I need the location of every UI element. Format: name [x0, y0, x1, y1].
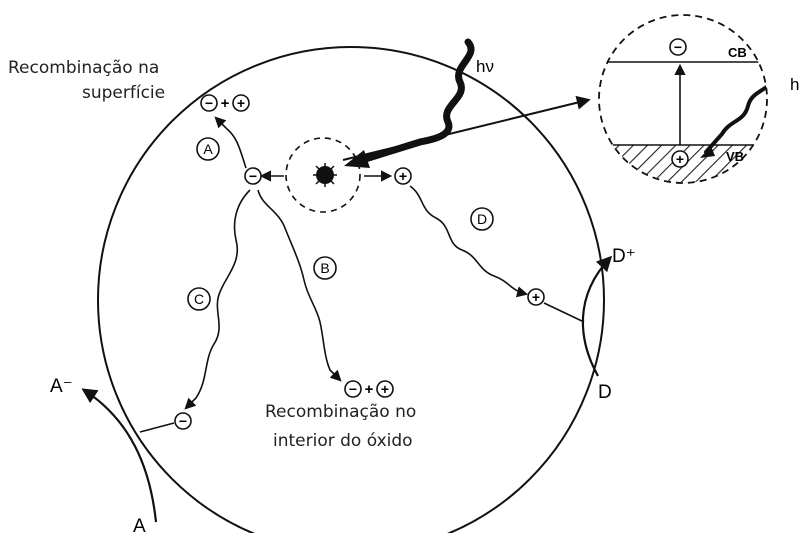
- svg-text:−: −: [674, 39, 682, 55]
- path-b-marker: B: [313, 256, 337, 280]
- surface-hole: +: [527, 288, 545, 306]
- donor-oxidized-label: D⁺: [612, 246, 636, 267]
- path-b-line: [257, 189, 342, 382]
- path-a-line: [214, 116, 247, 169]
- excitation-spot: [313, 163, 337, 187]
- valence-band-label: VB: [726, 149, 744, 164]
- svg-text:−: −: [349, 381, 357, 397]
- svg-text:+: +: [221, 95, 230, 112]
- donor-label: D: [598, 382, 612, 403]
- photon-label: hν: [476, 57, 494, 76]
- surface-recombination-pair: − + +: [200, 94, 250, 112]
- electron-center: −: [244, 167, 262, 185]
- hole-center: +: [394, 167, 412, 185]
- svg-text:+: +: [365, 381, 374, 398]
- svg-text:+: +: [532, 289, 540, 305]
- svg-text:D: D: [477, 211, 487, 227]
- inset-hole: +: [671, 150, 689, 168]
- svg-text:A: A: [203, 141, 213, 157]
- svg-text:−: −: [179, 413, 187, 429]
- zoom-pointer: [342, 95, 591, 161]
- donor-reaction-arrow: [581, 255, 613, 377]
- surface-recombination-caption-1: Recombinação na: [8, 58, 160, 78]
- svg-text:−: −: [205, 95, 213, 111]
- bulk-recombination-caption-1: Recombinação no: [265, 402, 417, 422]
- band-inset: [598, 14, 768, 184]
- svg-text:−: −: [249, 168, 257, 184]
- svg-text:+: +: [676, 151, 684, 167]
- path-d-marker: D: [470, 207, 494, 231]
- svg-text:B: B: [320, 260, 329, 276]
- surface-electron: −: [174, 412, 192, 430]
- path-a-marker: A: [196, 137, 220, 161]
- semiconductor-particle: [97, 46, 605, 533]
- svg-text:+: +: [399, 168, 407, 184]
- donor-transfer-line: [543, 302, 585, 323]
- bulk-recombination-pair: − + +: [344, 380, 394, 398]
- surface-recombination-caption-2: superfície: [82, 83, 166, 103]
- photon-inset-label: h: [790, 75, 799, 94]
- bulk-recombination-caption-2: interior do óxido: [273, 431, 413, 451]
- acceptor-transfer-line: [139, 422, 175, 433]
- svg-text:+: +: [237, 95, 245, 111]
- excitation-zone: [285, 137, 361, 213]
- acceptor-label: A: [133, 516, 146, 533]
- acceptor-reaction-arrow: [81, 388, 158, 523]
- path-c-marker: C: [187, 287, 211, 311]
- inset-electron: −: [669, 38, 687, 56]
- svg-text:C: C: [194, 291, 204, 307]
- path-c-line: [184, 189, 251, 410]
- conduction-band-label: CB: [728, 45, 747, 60]
- acceptor-reduced-label: A⁻: [50, 376, 73, 397]
- svg-text:+: +: [381, 381, 389, 397]
- path-d-line: [409, 185, 529, 298]
